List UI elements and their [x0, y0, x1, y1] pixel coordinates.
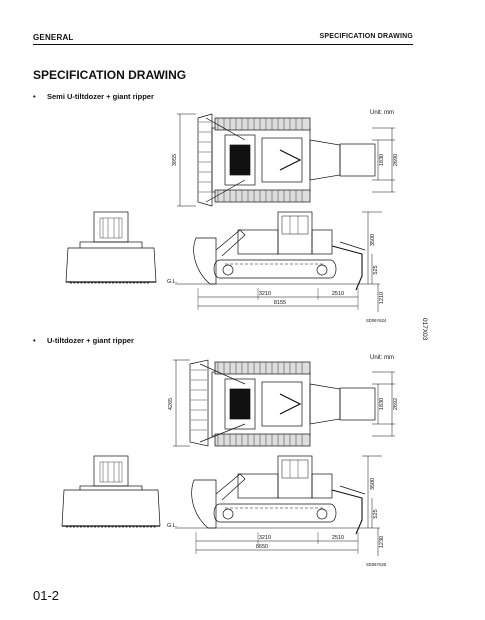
page-number: 01-2 — [33, 588, 60, 603]
dim-length-front-2: 3210 — [259, 535, 271, 541]
dim-width-1: 3955 — [172, 154, 178, 166]
header-chapter: SPECIFICATION DRAWING — [319, 33, 413, 40]
figure-1-subtitle-row: • Semi U-tiltdozer + giant ripper — [33, 92, 154, 101]
dim-track-width-1: 2690 — [393, 154, 399, 166]
dim-track-gauge-2: 1830 — [379, 398, 385, 410]
dim-clearance-2: 525 — [373, 509, 379, 518]
dim-length-rear-2: 2510 — [332, 535, 344, 541]
figure-2-subtitle-row: • U-tiltdozer + giant ripper — [33, 336, 134, 345]
page-title: SPECIFICATION DRAWING — [33, 68, 187, 82]
dim-clearance-1: 525 — [373, 265, 379, 274]
figure-2-subtitle: U-tiltdozer + giant ripper — [47, 336, 134, 345]
dim-ripper-1: 1210 — [379, 292, 385, 304]
gl-label-1: G.L. — [167, 279, 178, 285]
figure-1-top-view — [197, 113, 376, 207]
figure-1-side-view — [175, 211, 380, 310]
dim-height-2: 3500 — [370, 478, 376, 490]
figure-2-unit: Unit: mm — [370, 355, 394, 361]
bullet-icon: • — [33, 92, 36, 101]
bullet-icon: • — [33, 336, 36, 345]
dim-overall-2: 8650 — [256, 544, 268, 550]
dim-track-gauge-1: 1830 — [379, 154, 385, 166]
figure-1-drawing — [65, 113, 395, 312]
header-rule — [33, 44, 413, 45]
figure-2-side-view — [175, 455, 380, 554]
dim-ripper-2: 1230 — [379, 536, 385, 548]
figure-1-ref: SD06Y624 — [366, 318, 387, 323]
figure-2-drawing — [61, 359, 395, 556]
header-section: GENERAL — [33, 33, 74, 42]
figure-1-front-view — [65, 211, 157, 284]
dim-width-2: 4265 — [168, 398, 174, 410]
gl-label-2: G.L. — [167, 523, 178, 529]
figure-1-unit: Unit: mm — [370, 110, 394, 116]
dim-height-1: 3500 — [370, 234, 376, 246]
figure-2-ref: SD06Y625 — [366, 562, 387, 567]
dim-track-width-2: 2692 — [393, 398, 399, 410]
figure-1-subtitle: Semi U-tiltdozer + giant ripper — [47, 92, 154, 101]
dim-length-rear-1: 2510 — [332, 291, 344, 297]
dim-overall-1: 8155 — [274, 300, 286, 306]
figure-2-front-view — [61, 455, 161, 528]
dim-length-front-1: 3210 — [259, 291, 271, 297]
figure-2-top-view — [189, 359, 376, 447]
